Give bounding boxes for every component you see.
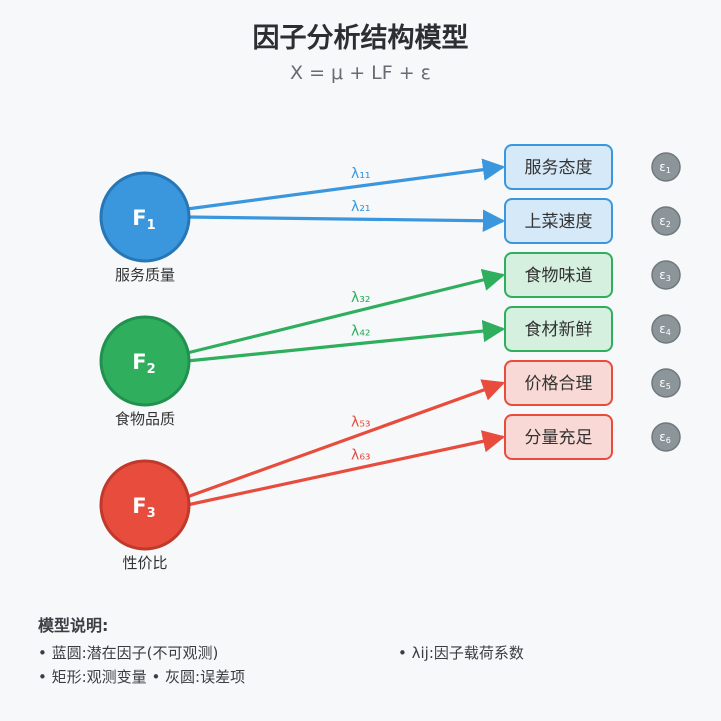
loading-arrow-3 xyxy=(186,268,506,355)
loading-arrow-2 xyxy=(186,209,506,232)
factor-f1: F1 服务质量 xyxy=(99,171,191,284)
loading-arrow-4 xyxy=(186,319,506,363)
error-term-1: ε1 xyxy=(651,152,681,182)
observed-variable-label: 上菜速度 xyxy=(525,212,593,232)
error-term-6: ε6 xyxy=(651,422,681,452)
legend-loading: • λij:因子载荷系数 xyxy=(398,644,524,662)
observed-variable-5: 价格合理 xyxy=(504,360,613,406)
legend-observed-error: • 矩形:观测变量 • 灰圆:误差项 xyxy=(38,668,246,686)
factor-f3: F3 性价比 xyxy=(99,459,191,572)
factor-label: 服务质量 xyxy=(115,266,175,284)
svg-text:ε2: ε2 xyxy=(659,214,671,229)
observed-variable-3: 食物味道 xyxy=(504,252,613,298)
svg-text:ε1: ε1 xyxy=(659,160,671,175)
observed-variable-label: 食物味道 xyxy=(525,266,593,286)
observed-variable-1: 服务态度 xyxy=(504,144,613,190)
error-term-4: ε4 xyxy=(651,314,681,344)
factor-symbol: F1 xyxy=(132,206,155,233)
legend-row-2: • 矩形:观测变量 • 灰圆:误差项 xyxy=(38,666,678,690)
observed-variable-label: 食材新鲜 xyxy=(525,320,593,340)
loading-label-3: λ₃₂ xyxy=(351,290,371,306)
factor-f2: F2 食物品质 xyxy=(99,315,191,428)
error-term-2: ε2 xyxy=(651,206,681,236)
loading-label-2: λ₂₁ xyxy=(351,199,371,215)
observed-variable-2: 上菜速度 xyxy=(504,198,613,244)
legend-latent-factor: • 蓝圆:潜在因子(不可观测) xyxy=(38,644,219,662)
loading-arrow-5 xyxy=(186,379,506,499)
error-term-5: ε5 xyxy=(651,368,681,398)
error-term-3: ε3 xyxy=(651,260,681,290)
factor-symbol: F3 xyxy=(132,494,155,521)
model-equation: X = μ + LF + ε xyxy=(290,62,431,84)
observed-variable-4: 食材新鲜 xyxy=(504,306,613,352)
observed-variable-6: 分量充足 xyxy=(504,414,613,460)
factor-symbol: F2 xyxy=(132,350,155,377)
legend: 模型说明: • 蓝圆:潜在因子(不可观测) • λij:因子载荷系数 • 矩形:… xyxy=(38,612,678,690)
observed-variable-label: 服务态度 xyxy=(525,158,593,178)
loading-arrow-1 xyxy=(186,158,506,211)
loading-label-1: λ₁₁ xyxy=(351,166,371,182)
factor-label: 性价比 xyxy=(122,554,167,572)
loading-arrow-6 xyxy=(186,430,506,507)
factor-label: 食物品质 xyxy=(115,410,175,428)
legend-heading: 模型说明: xyxy=(38,616,109,635)
observed-variable-label: 分量充足 xyxy=(525,428,593,448)
loading-label-5: λ₅₃ xyxy=(351,414,371,430)
svg-text:ε5: ε5 xyxy=(659,376,671,391)
svg-text:ε4: ε4 xyxy=(659,322,671,337)
diagram-title: 因子分析结构模型 xyxy=(252,23,469,54)
loading-label-6: λ₆₃ xyxy=(351,448,371,464)
svg-text:ε3: ε3 xyxy=(659,268,671,283)
svg-text:ε6: ε6 xyxy=(659,430,671,445)
legend-row-1: • 蓝圆:潜在因子(不可观测) • λij:因子载荷系数 xyxy=(38,642,678,666)
observed-variable-label: 价格合理 xyxy=(525,374,593,394)
loading-label-4: λ₄₂ xyxy=(351,323,371,339)
